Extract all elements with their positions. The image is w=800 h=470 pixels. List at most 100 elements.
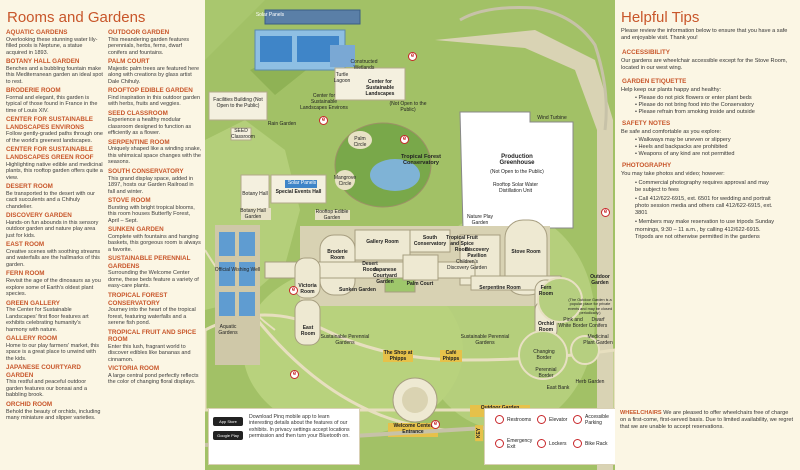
safety-text: Be safe and comfortable as you explore: bbox=[621, 129, 722, 135]
label-pink-white: Pink and White Border bbox=[558, 317, 588, 329]
rooms-column-2: Outdoor GardenThis meandering garden fea… bbox=[108, 29, 202, 388]
garden-map: Solar Panels Constructed Wetlands Turtle… bbox=[205, 0, 615, 470]
label-perennial: Perennial Border bbox=[535, 367, 557, 379]
label-production: Production Greenhouse bbox=[499, 154, 535, 166]
rooms-gardens-title: Rooms and Gardens bbox=[7, 9, 146, 26]
room-entry: Center for Sustainable Landscapes Green … bbox=[6, 146, 103, 181]
label-turtle-lagoon: Turtle Lagoon bbox=[333, 72, 351, 84]
room-description: Experience a healthy modular classroom d… bbox=[108, 117, 192, 137]
restroom-pin-icon[interactable]: e bbox=[431, 420, 440, 429]
map-graphic bbox=[205, 0, 615, 470]
app-description: Download Pinq mobile app to learn intere… bbox=[249, 414, 350, 440]
label-sustainable: Sustainable Perennial Gardens bbox=[320, 334, 370, 346]
label-dwarf: Dwarf Conifers bbox=[588, 317, 608, 329]
label-not-open: (Not Open to the Public) bbox=[389, 101, 427, 113]
label-solar-panels2: Solar Panels bbox=[287, 180, 317, 186]
room-description: Uniquely shaped like a winding snake, th… bbox=[108, 146, 202, 166]
label-medicinal: Medicinal Plant Garden bbox=[583, 334, 613, 346]
accessibility-text: Our gardens are wheelchair accessible ex… bbox=[621, 58, 788, 71]
key-bike: Bike Rack bbox=[585, 441, 608, 447]
safety-item: Weapons of any kind are not permitted bbox=[635, 151, 795, 158]
tips-intro: Please review the information below to e… bbox=[621, 28, 788, 41]
room-description: A large central pond perfectly reflects … bbox=[108, 372, 199, 386]
label-seed: SEED Classroom bbox=[231, 128, 255, 140]
label-sunken: Sunken Garden bbox=[339, 287, 376, 293]
room-description: Overlooking these stunning water lily-fi… bbox=[6, 36, 98, 56]
restroom-pin-icon[interactable]: e bbox=[289, 286, 298, 295]
room-entry: Japanese Courtyard GardenThis restful an… bbox=[6, 364, 103, 399]
label-sustainable2: Sustainable Perennial Gardens bbox=[460, 334, 510, 346]
room-entry: Stove RoomBursting with bright tropical … bbox=[108, 197, 202, 224]
room-name: Aquatic Gardens bbox=[6, 29, 68, 36]
label-cafe: Café Phipps bbox=[442, 350, 460, 362]
room-entry: Rooftop Edible GardenFind inspiration in… bbox=[108, 87, 202, 108]
room-description: Behold the beauty of orchids, including … bbox=[6, 408, 101, 422]
room-description: Formal and elegant, this garden is typic… bbox=[6, 94, 98, 114]
room-name: Rooftop Edible Garden bbox=[108, 87, 193, 95]
restroom-pin-icon[interactable]: e bbox=[601, 208, 610, 217]
restroom-pin-icon[interactable]: e bbox=[400, 135, 409, 144]
room-entry: Victoria RoomA large central pond perfec… bbox=[108, 365, 202, 386]
etiquette-list: Please do not pick flowers or enter plan… bbox=[635, 95, 795, 116]
label-south: South Conservatory bbox=[413, 235, 447, 247]
map-key: KEY Restrooms Elevator Accessible Parkin… bbox=[475, 408, 616, 465]
photography-item: Members may make reservation to use trip… bbox=[635, 219, 775, 240]
label-production-sub: (Not Open to the Public) bbox=[490, 169, 544, 175]
key-label: KEY bbox=[475, 424, 484, 442]
label-shop: The Shop at Phipps bbox=[383, 350, 413, 362]
room-name: Sustainable Perennial Gardens bbox=[108, 255, 191, 270]
helpful-tips-title: Helpful Tips bbox=[621, 9, 700, 26]
room-description: Highlighting native edible and medicinal… bbox=[6, 161, 103, 181]
wheelchairs-text: We are pleased to offer wheelchairs free… bbox=[620, 410, 794, 430]
key-restrooms: Restrooms bbox=[507, 417, 532, 423]
room-description: Complete with fountains and hanging bask… bbox=[108, 233, 201, 253]
label-rooftop-solar: Rooftop Solar Water Distillation Unit bbox=[492, 182, 539, 194]
label-mangrove: Mangrove Circle bbox=[333, 175, 357, 187]
label-aquatic: Aquatic Gardens bbox=[218, 324, 238, 336]
restroom-pin-icon[interactable]: e bbox=[290, 370, 299, 379]
room-entry: Tropical Fruit and Spice RoomEnter this … bbox=[108, 329, 202, 364]
room-description: Follow gently-graded paths through one o… bbox=[6, 131, 103, 144]
room-name: Center for Sustainable Landscapes Green … bbox=[6, 146, 94, 162]
label-outdoor-note: (The Outdoor Garden is a popular place f… bbox=[567, 298, 613, 316]
photography-item: Commercial photography requires approval… bbox=[635, 180, 775, 194]
emergency-exit-icon bbox=[495, 439, 504, 448]
label-fern: Fern Room bbox=[538, 285, 554, 297]
room-description: This grand display space, added in 1897,… bbox=[108, 175, 194, 195]
label-changing: Changing Border bbox=[533, 349, 555, 361]
room-entry: Aquatic GardensOverlooking these stunnin… bbox=[6, 29, 103, 56]
label-japanese: Japanese Courtyard Garden bbox=[373, 267, 397, 285]
room-entry: Sustainable Perennial GardensSurrounding… bbox=[108, 255, 202, 290]
room-name: Fern Room bbox=[6, 270, 45, 278]
key-parking: Accessible Parking bbox=[585, 414, 609, 426]
room-entry: Broderie RoomFormal and elegant, this ga… bbox=[6, 87, 103, 114]
room-name: Tropical Forest Conservatory bbox=[108, 291, 168, 307]
app-store-button[interactable]: App Store bbox=[213, 417, 243, 426]
label-csl-environs: Center for Sustainable Landscapes Enviro… bbox=[300, 93, 348, 111]
room-name: Tropical Fruit and Spice Room bbox=[108, 328, 197, 344]
label-tfs: Tropical Fruit and Spice Room bbox=[446, 235, 478, 253]
room-entry: Palm CourtMajestic palm trees are featur… bbox=[108, 58, 202, 85]
label-rain-garden: Rain Garden bbox=[267, 121, 297, 127]
restroom-pin-icon[interactable]: e bbox=[408, 52, 417, 61]
label-childrens: Children's Discovery Garden bbox=[446, 259, 487, 271]
label-gallery: Gallery Room bbox=[366, 239, 399, 245]
room-name: Botany Hall Garden bbox=[6, 58, 80, 66]
elevator-icon bbox=[537, 415, 546, 424]
label-welcome: Welcome Center Entrance bbox=[393, 423, 433, 435]
room-name: Outdoor Garden bbox=[108, 29, 170, 36]
room-description: Home to our play farmers' market, this s… bbox=[6, 342, 100, 362]
room-entry: South ConservatoryThis grand display spa… bbox=[108, 168, 202, 195]
room-description: The Center for Sustainable Landscapes' f… bbox=[6, 307, 89, 333]
restroom-pin-icon[interactable]: e bbox=[319, 116, 328, 125]
label-facilities: Facilities Building (Not Open to the Pub… bbox=[213, 97, 263, 109]
bike-rack-icon bbox=[573, 439, 582, 448]
label-csl: Center for Sustainable Landscapes bbox=[365, 79, 395, 97]
google-play-button[interactable]: Google Play bbox=[213, 431, 243, 440]
room-description: Revisit the age of the dinosaurs as you … bbox=[6, 278, 101, 298]
label-solar-panels-top: Solar Panels bbox=[255, 12, 285, 18]
label-stove: Stove Room bbox=[511, 249, 541, 255]
photography-text: You may take photos and video; however: bbox=[621, 171, 725, 177]
room-name: Sunken Garden bbox=[108, 226, 164, 234]
room-entry: SEED ClassroomExperience a healthy modul… bbox=[108, 110, 202, 137]
